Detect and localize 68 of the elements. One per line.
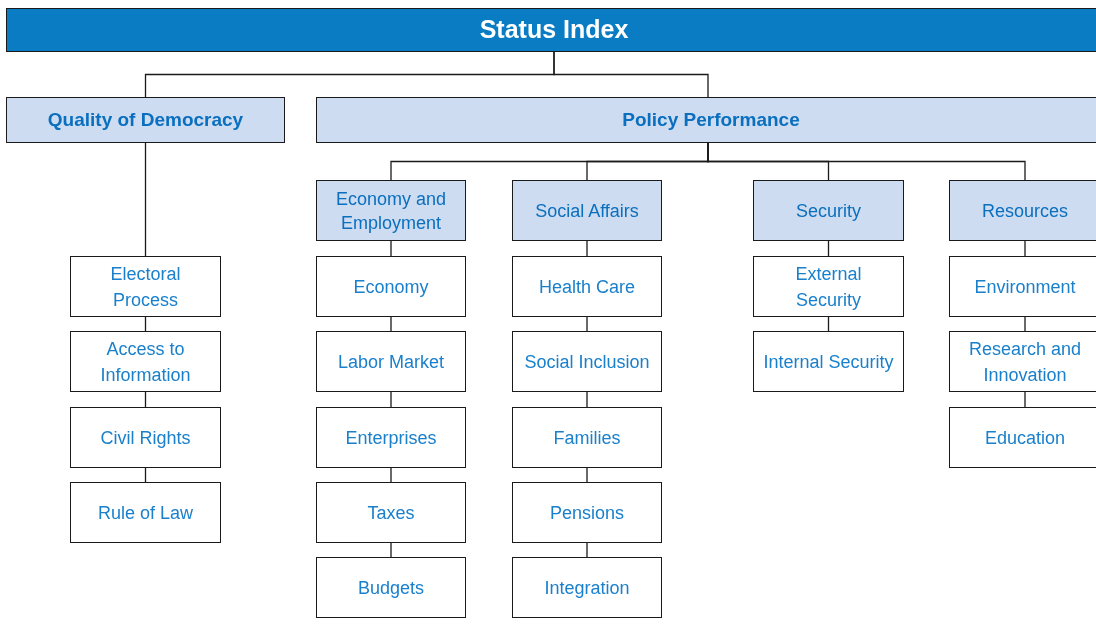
indicator-box <box>949 407 1096 468</box>
indicator-box <box>70 482 221 543</box>
box-label: Access to Information <box>99 337 192 387</box>
connector-line <box>144 142 147 257</box>
category-box <box>316 97 1096 143</box>
box-label: Quality of Democracy <box>47 107 244 132</box>
indicator-box <box>70 407 221 468</box>
connector-line <box>1024 391 1026 408</box>
box-label: Economy <box>353 275 429 299</box>
indicator-box <box>949 256 1096 317</box>
box-label: Pensions <box>549 501 625 525</box>
box-label: Budgets <box>357 576 425 600</box>
box-label: Policy Performance <box>622 107 800 132</box>
indicator-box <box>70 331 221 392</box>
box-label: Internal Security <box>763 350 894 374</box>
box-label: Social Affairs <box>535 199 639 223</box>
indicator-box <box>512 407 662 468</box>
box-label: Electoral Process <box>109 262 182 312</box>
box-label: Security <box>796 199 861 223</box>
box-label: Civil Rights <box>100 426 191 450</box>
connector-line <box>586 316 588 332</box>
indicator-box <box>316 557 466 618</box>
indicator-box <box>316 482 466 543</box>
box-label: Education <box>984 426 1066 450</box>
box-label: Economy and Employment <box>334 187 448 235</box>
connector-line <box>1024 316 1026 332</box>
connector-line <box>586 467 588 483</box>
box-label: Rule of Law <box>97 501 194 525</box>
box-label: External Security <box>794 262 863 312</box>
indicator-box <box>753 256 904 317</box>
box-label: Research and Innovation <box>967 337 1083 387</box>
subcategory-box <box>753 180 904 241</box>
indicator-box <box>512 557 662 618</box>
subcategory-box <box>949 180 1096 241</box>
box-label: Social Inclusion <box>524 350 650 374</box>
box-label: Integration <box>544 576 630 600</box>
box-label: Enterprises <box>345 426 437 450</box>
connector-line <box>390 240 392 257</box>
indicator-box <box>512 256 662 317</box>
connector-line <box>553 51 709 98</box>
subcategory-box <box>512 180 662 241</box>
connector-line <box>586 240 588 257</box>
box-label: Status Index <box>479 14 629 46</box>
box-label: Taxes <box>367 501 415 525</box>
subcategory-box <box>316 180 466 241</box>
box-label: Resources <box>981 199 1068 223</box>
indicator-box <box>316 407 466 468</box>
connector-line <box>390 391 392 408</box>
connector-line <box>586 391 588 408</box>
box-label: Families <box>553 426 621 450</box>
connector-line <box>390 467 392 483</box>
connector-line <box>586 542 588 558</box>
category-box <box>6 97 285 143</box>
title-bar <box>6 8 1096 52</box>
connector-line <box>1024 240 1026 257</box>
box-label: Labor Market <box>337 350 445 374</box>
indicator-box <box>949 331 1096 392</box>
connector-line <box>707 142 1026 181</box>
indicator-box <box>316 256 466 317</box>
indicator-box <box>70 256 221 317</box>
indicator-box <box>316 331 466 392</box>
connector-line <box>390 316 392 332</box>
indicator-box <box>512 331 662 392</box>
indicator-box <box>753 331 904 392</box>
indicator-box <box>512 482 662 543</box>
connector-line <box>390 542 392 558</box>
box-label: Environment <box>974 275 1076 299</box>
box-label: Health Care <box>538 275 635 299</box>
